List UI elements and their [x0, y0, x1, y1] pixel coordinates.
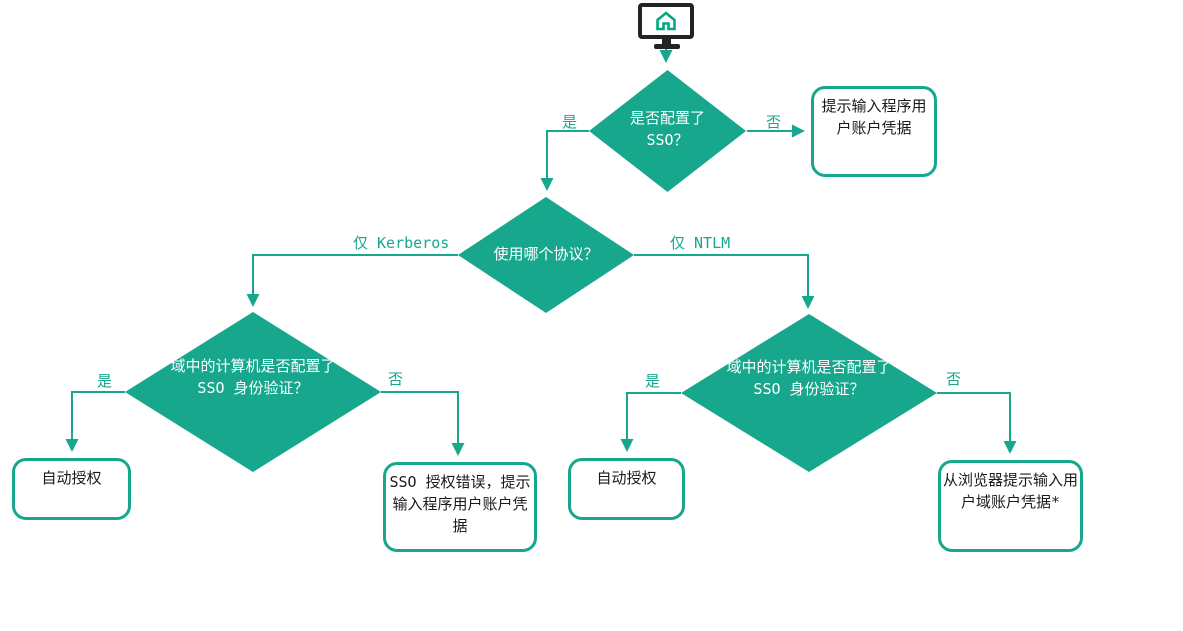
- decision-which-protocol: 使用哪个协议？: [458, 197, 634, 313]
- monitor-stand-base: [654, 44, 680, 49]
- decision-sso-configured: 是否配置了 SSO？: [589, 70, 746, 192]
- decision-text: 域中的计算机是否配置了 SSO 身份验证？: [170, 357, 336, 397]
- result-auto-auth-left: 自动授权: [12, 458, 131, 520]
- edge-label-no-2: 否: [388, 370, 404, 388]
- decision-kerberos-domain-sso: 域中的计算机是否配置了 SSO 身份验证？: [125, 312, 381, 472]
- decision-text: 使用哪个协议？: [493, 245, 599, 264]
- monitor-stand-neck: [662, 39, 671, 44]
- decision-text: 是否配置了 SSO？: [629, 109, 705, 149]
- monitor-icon: [638, 3, 694, 39]
- edge-label-yes-3: 是: [645, 372, 661, 390]
- start-node: [638, 3, 696, 51]
- edge-label-ntlm: 仅 NTLM: [670, 234, 731, 252]
- edge-label-no-1: 否: [766, 113, 782, 131]
- result-sso-error-prompt: SSO 授权错误，提示 输入程序用户账户凭 据: [383, 462, 537, 552]
- edge-label-kerberos: 仅 Kerberos: [353, 234, 450, 252]
- edge-label-yes-1: 是: [562, 113, 578, 131]
- decision-text: 域中的计算机是否配置了 SSO 身份验证？: [726, 358, 892, 398]
- home-icon: [656, 11, 676, 31]
- edge-label-yes-2: 是: [97, 372, 113, 390]
- result-browser-prompt-domain: 从浏览器提示输入用 户域账户凭据*: [938, 460, 1083, 552]
- edge-label-no-3: 否: [946, 370, 962, 388]
- decision-ntlm-domain-sso: 域中的计算机是否配置了 SSO 身份验证？: [681, 314, 937, 472]
- result-prompt-app-credentials: 提示输入程序用 户账户凭据: [811, 86, 937, 177]
- result-auto-auth-right: 自动授权: [568, 458, 685, 520]
